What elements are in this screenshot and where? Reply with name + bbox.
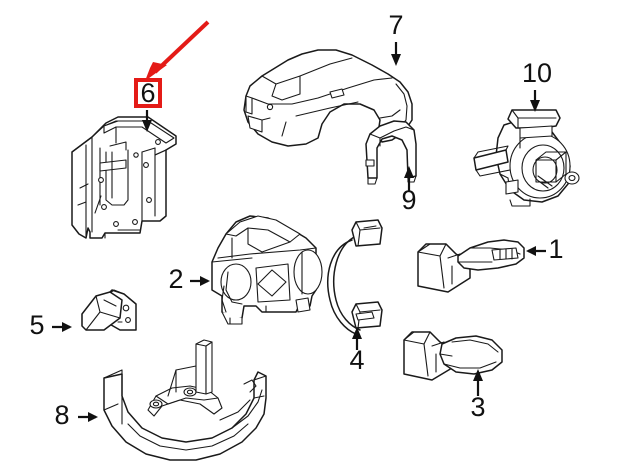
part-3-wiper-stalk-switch [403,331,503,381]
highlight-arrow-head [145,62,167,81]
callout-3-label: 3 [470,392,485,422]
callout-1-label: 1 [548,234,563,264]
part-1-turn-signal-stalk-switch [417,239,525,293]
part-4-jumper-wiring-harness [327,219,383,335]
part-5-ignition-lock-cylinder [81,289,137,331]
callout-2-label: 2 [168,264,183,294]
callout-4-label: 4 [349,345,364,375]
callout-6-label: 6 [140,78,155,108]
callout-10-label: 10 [522,58,552,88]
callout-5-label: 5 [29,310,44,340]
callout-8-leader [78,412,98,422]
callout-7-leader [391,42,401,66]
highlight-annotation: 6 [134,20,210,108]
part-6-steering-column-bracket [71,116,177,239]
part-8-lower-steering-column-shroud [103,339,267,461]
callout-6-leader [142,110,152,132]
callout-10-leader [530,90,540,112]
callout-2-leader [190,276,210,286]
highlight-arrow-shaft [153,20,210,74]
callout-4-leader [352,327,362,350]
callout-8-label: 8 [54,400,69,430]
part-10-clock-spring-spiral-cable [473,109,580,207]
callout-9-leader [404,166,414,192]
part-2-switch-module-housing [211,215,323,325]
part-7-upper-steering-column-shroud [243,49,413,147]
callout-5-leader [52,322,72,332]
highlight-box [134,78,162,108]
callout-9-label: 9 [401,185,416,215]
callout-7-label: 7 [388,10,403,40]
callout-1-leader [526,246,546,256]
callout-3-leader [473,369,483,396]
